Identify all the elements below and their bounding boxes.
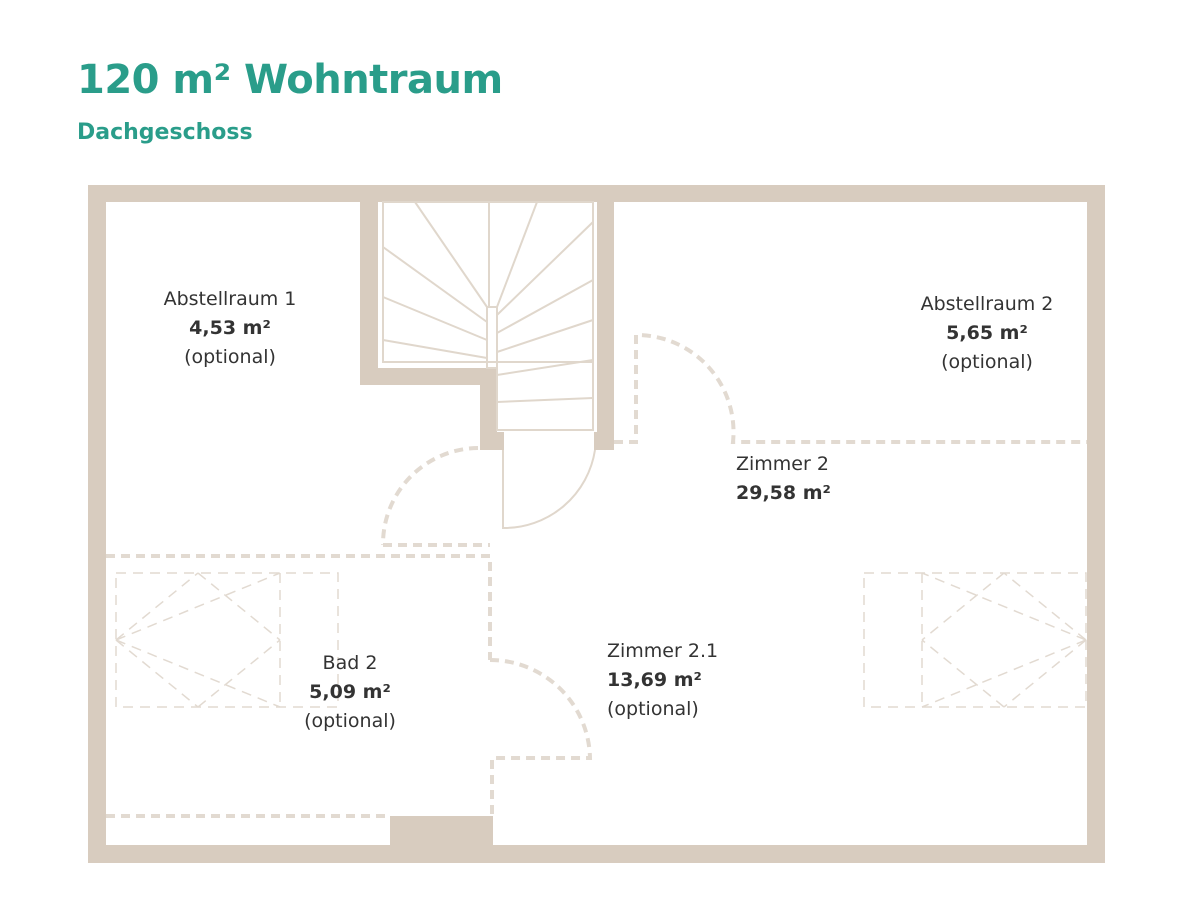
skylight-window-icon [115,572,339,708]
room-area: 29,58 m² [736,482,831,504]
room-name: Zimmer 2.1 [607,640,719,662]
door-swing-icon [502,449,596,530]
room-area: 13,69 m² [607,669,702,691]
outer-walls [88,185,1105,863]
room-note: (optional) [304,710,396,732]
room-name: Zimmer 2 [736,453,829,475]
room-name: Abstellraum 2 [920,293,1054,315]
room-abstellraum-2: Abstellraum 2 5,65 m² (optional) [921,290,1054,377]
room-zimmer-2: Zimmer 2 29,58 m² [736,450,831,508]
room-note: (optional) [607,698,699,720]
page-title: 120 m² Wohntraum [77,57,503,103]
room-area: 5,65 m² [946,322,1028,344]
floor-subtitle: Dachgeschoss [77,120,253,145]
room-area: 5,09 m² [309,681,391,703]
room-name: Abstellraum 1 [163,288,297,310]
room-note: (optional) [184,346,276,368]
room-note: (optional) [941,351,1033,373]
room-name: Bad 2 [322,652,378,674]
room-area: 4,53 m² [189,317,271,339]
room-abstellraum-1: Abstellraum 1 4,53 m² (optional) [164,285,297,372]
skylight-window-icon [863,572,1087,708]
optional-partitions [106,332,1087,818]
room-zimmer-2-1: Zimmer 2.1 13,69 m² (optional) [607,637,718,724]
staircase-icon [382,201,594,431]
room-bad-2: Bad 2 5,09 m² (optional) [304,649,396,736]
stair-walls [360,200,614,450]
